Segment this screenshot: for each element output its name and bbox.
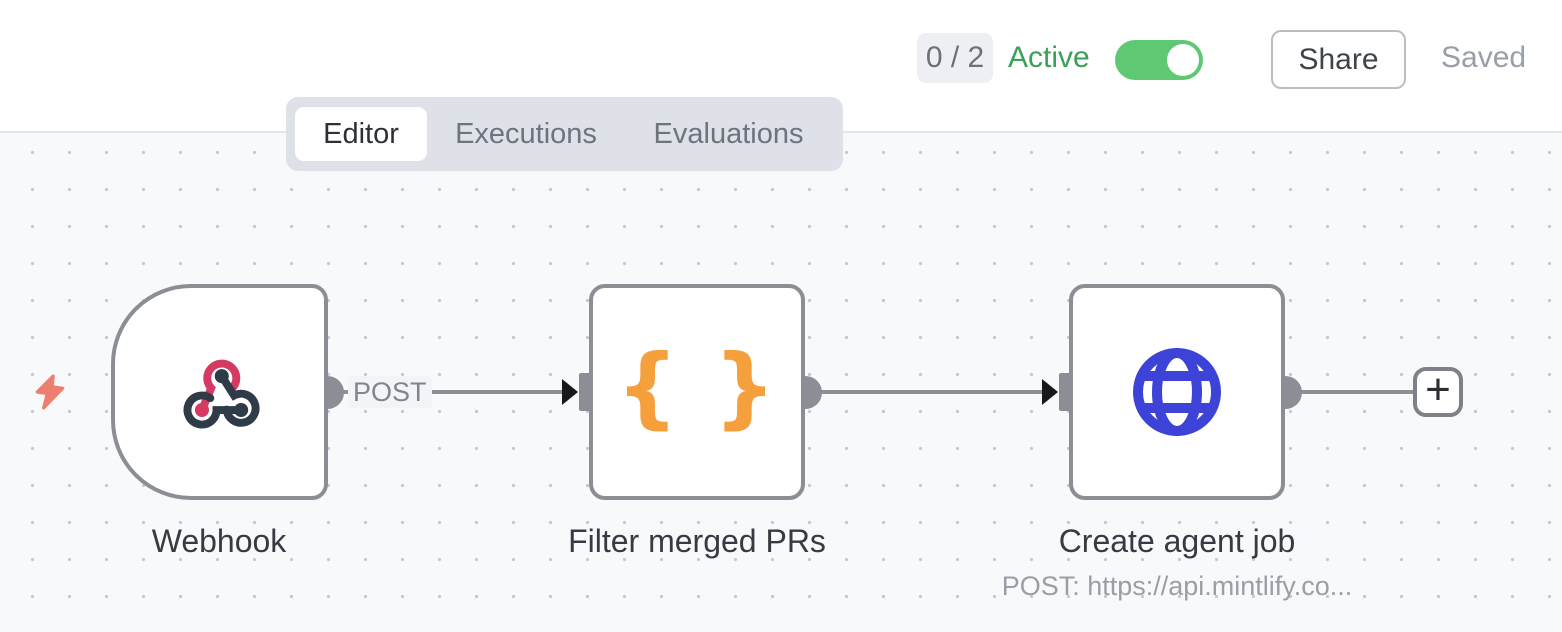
node-filter-merged-prs[interactable]: { } [589, 284, 805, 500]
connection-filter-http [821, 390, 1043, 394]
tab-executions[interactable]: Executions [455, 118, 597, 150]
webhook-icon [115, 288, 324, 496]
active-toggle[interactable] [1115, 40, 1203, 80]
tab-editor[interactable]: Editor [295, 107, 427, 161]
view-tabbar: Editor Executions Evaluations [286, 97, 843, 171]
node-subtitle-http: POST: https://api.mintlify.co... [1001, 571, 1353, 601]
workflow-canvas[interactable]: POST { } [0, 133, 1562, 632]
add-node-button[interactable]: + [1413, 367, 1463, 417]
share-button[interactable]: Share [1271, 30, 1406, 89]
node-title-webhook: Webhook [151, 523, 287, 559]
saved-status: Saved [1441, 41, 1527, 74]
execution-counter-badge: 0 / 2 [917, 33, 993, 83]
curly-braces-icon: { } [616, 335, 778, 438]
active-label: Active [1008, 41, 1090, 74]
lightning-bolt-icon [35, 374, 65, 410]
node-title-http: Create agent job [1058, 523, 1296, 559]
globe-icon [1073, 288, 1281, 496]
node-create-agent-job[interactable] [1069, 284, 1285, 500]
toggle-knob [1167, 44, 1199, 76]
node-webhook[interactable] [111, 284, 328, 500]
connection-http-add [1301, 390, 1413, 394]
tab-evaluations[interactable]: Evaluations [653, 118, 804, 150]
http-input-arrow [1042, 379, 1058, 405]
connection-method-label: POST [348, 376, 432, 408]
node-title-filter: Filter merged PRs [568, 523, 826, 559]
filter-input-arrow [562, 379, 578, 405]
connection-webhook-filter [340, 390, 563, 394]
